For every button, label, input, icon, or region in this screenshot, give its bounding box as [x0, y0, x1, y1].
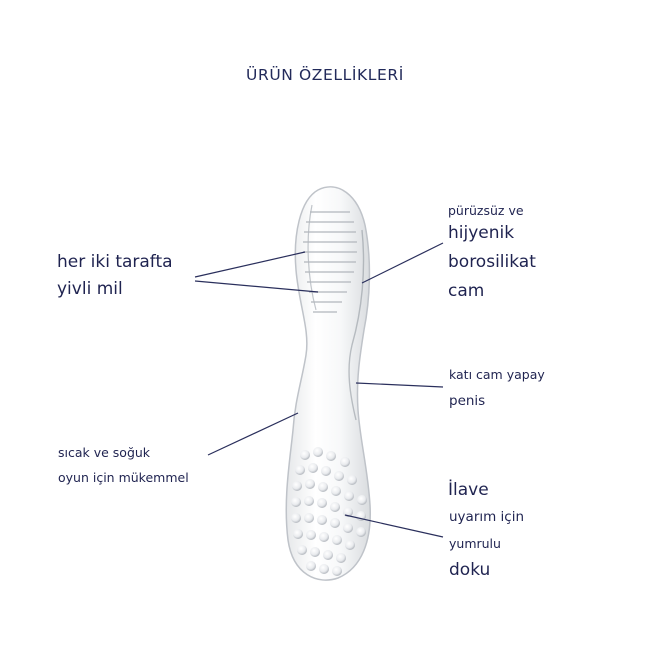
label-glass-line1: pürüzsüz ve	[448, 203, 524, 218]
callout-line-grooved-2	[194, 280, 319, 293]
label-texture-line4: doku	[449, 560, 491, 580]
callout-line-temp	[207, 412, 299, 456]
label-texture-line1: İlave	[448, 480, 489, 500]
label-glass-line2: hijyenik	[448, 223, 515, 243]
glass-edge-shadow	[348, 229, 365, 421]
label-solid-line1: katı cam yapay	[449, 367, 545, 382]
callout-line-texture	[344, 514, 444, 538]
label-grooved-line2: yivli mil	[57, 279, 123, 299]
label-grooved-line1: her iki tarafta	[57, 252, 173, 272]
bumpy-texture	[291, 447, 367, 576]
label-solid-line2: penis	[449, 393, 486, 409]
label-temp-line2: oyun için mükemmel	[58, 470, 189, 485]
callout-line-glass	[361, 242, 444, 284]
glass-highlight	[307, 204, 317, 311]
callout-line-solid	[355, 382, 444, 388]
label-texture-line3: yumrulu	[449, 536, 501, 551]
label-glass-line3: borosilikat	[448, 252, 536, 272]
label-temp-line1: sıcak ve soğuk	[58, 445, 151, 460]
callout-line-grooved-1	[194, 251, 306, 278]
label-texture-line2: uyarım için	[449, 509, 525, 525]
label-glass-line4: cam	[448, 281, 485, 301]
page-title: ÜRÜN ÖZELLİKLERİ	[246, 66, 404, 84]
